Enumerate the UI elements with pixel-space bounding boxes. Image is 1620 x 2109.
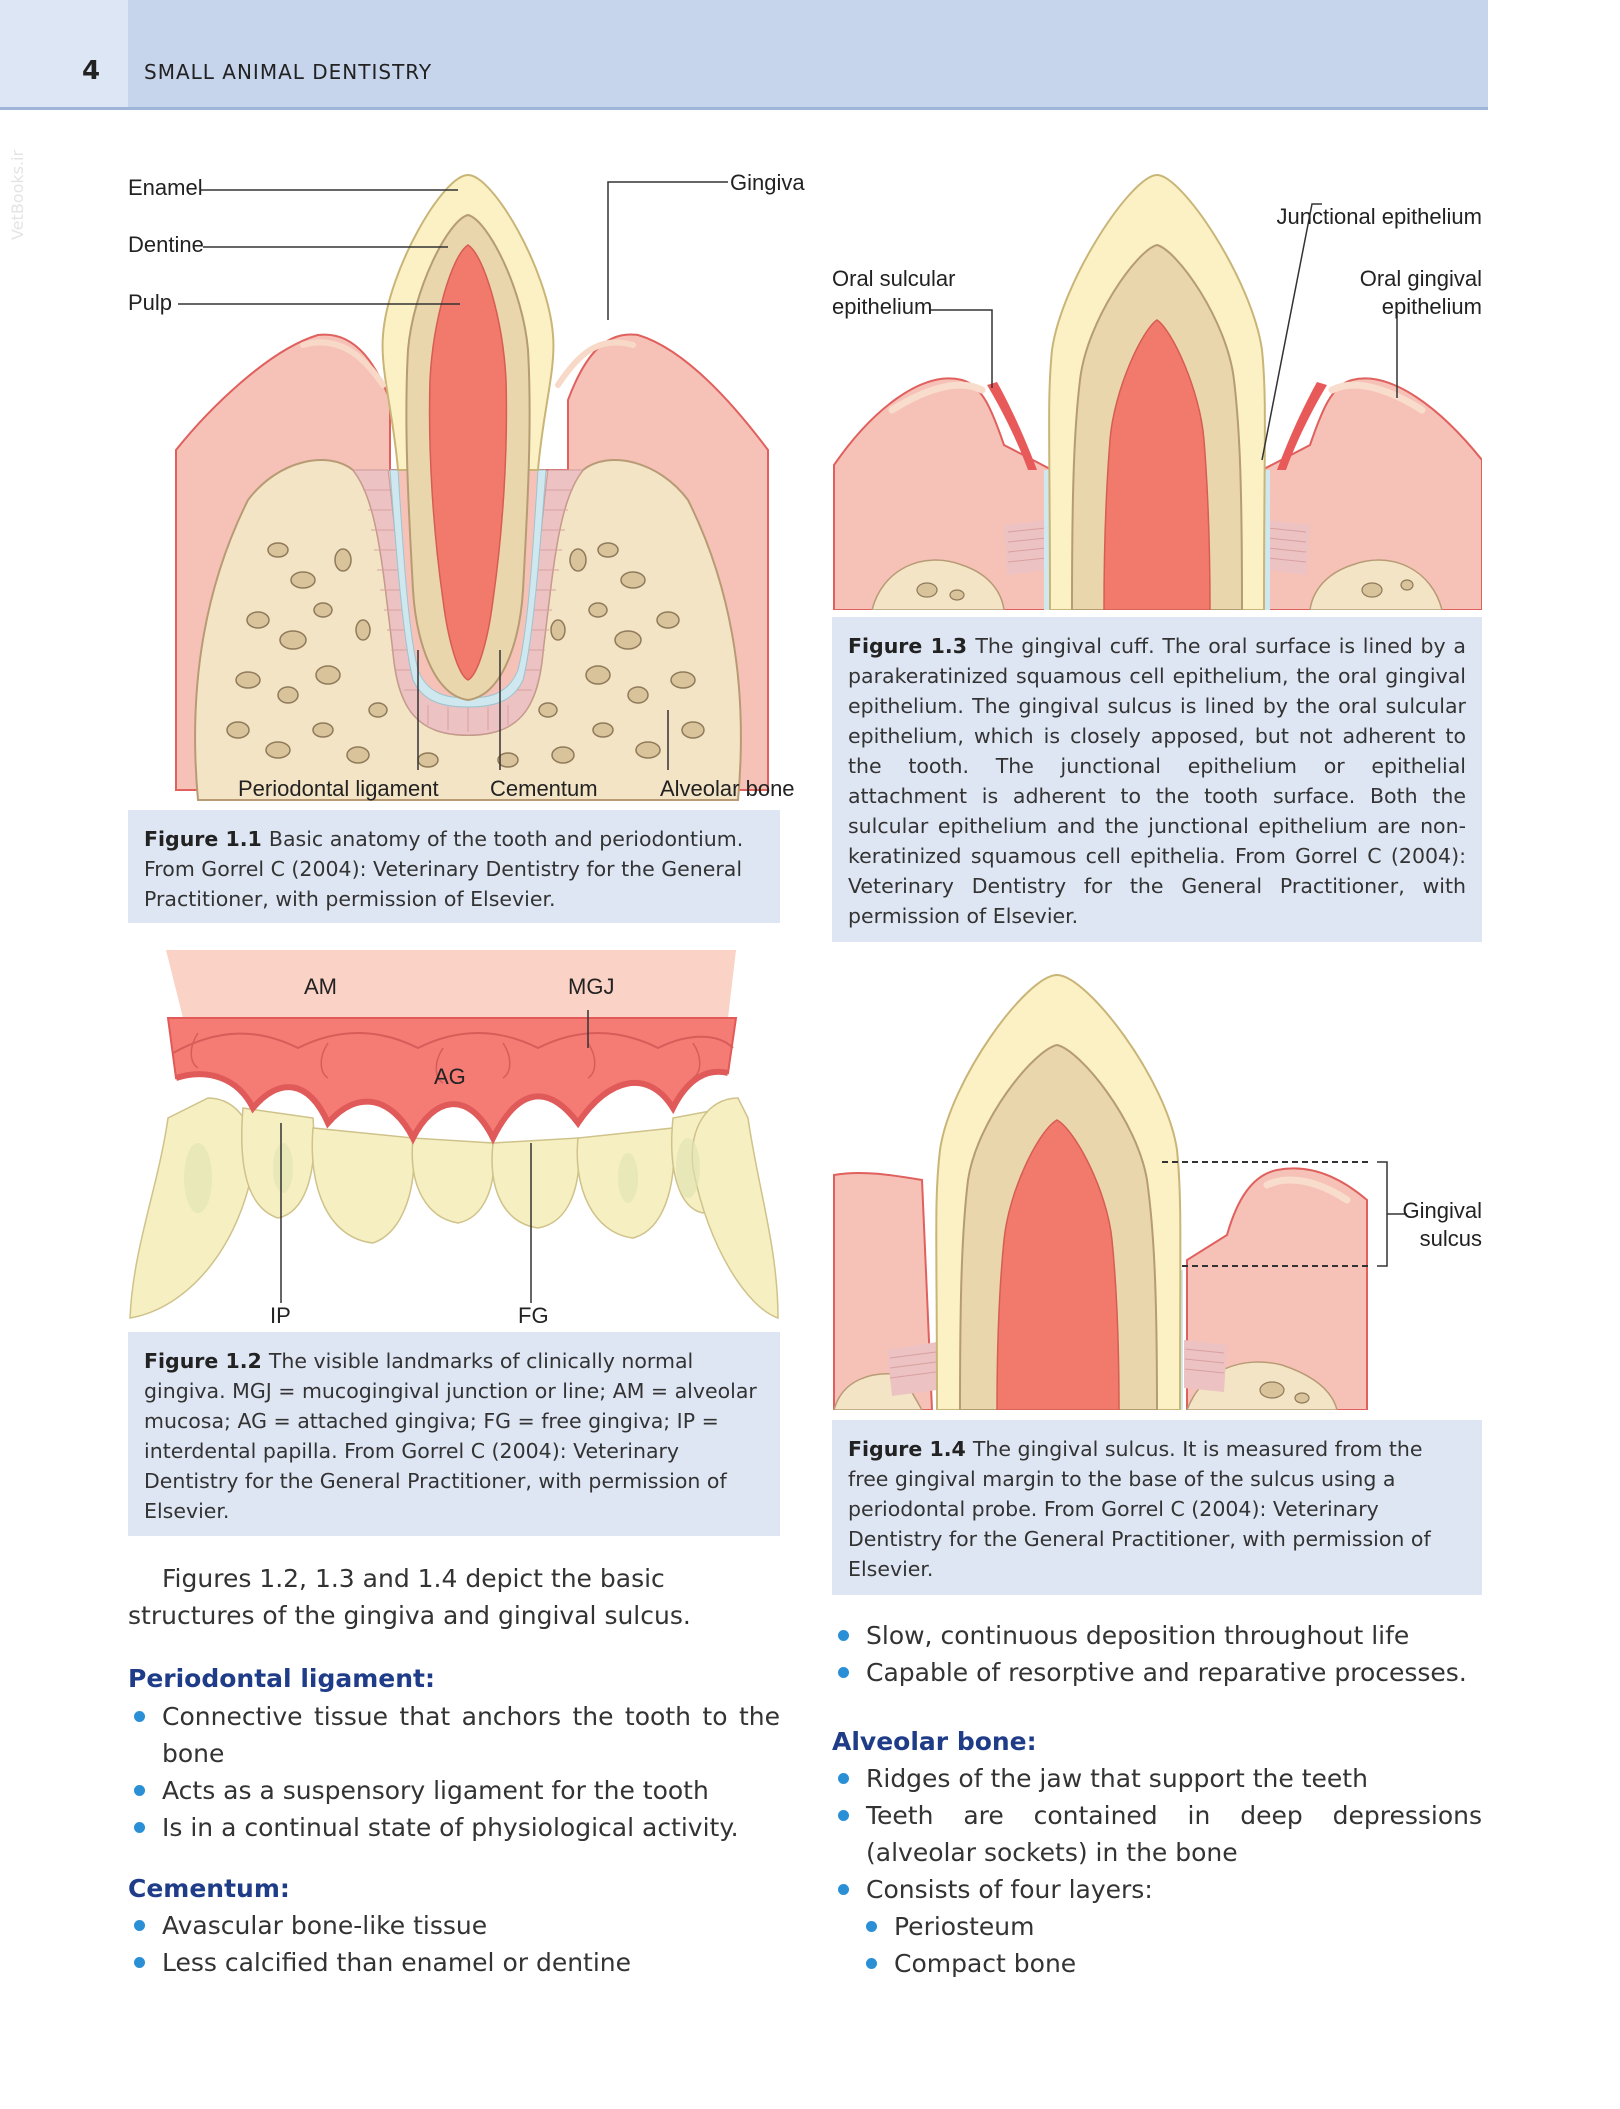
figure-1-2: AM MGJ AG IP FG [128, 948, 783, 1328]
list-subitem: Compact bone [832, 1945, 1482, 1982]
figure-1-4-caption-label: Figure 1.4 [848, 1437, 973, 1461]
figure-1-3: Junctional epithelium Oral sulcular epit… [832, 170, 1482, 610]
list-item: Less calcified than enamel or dentine [128, 1944, 780, 1981]
label-oral-sulcular-line-2: epithelium [832, 294, 933, 319]
figure-1-4-caption: Figure 1.4 The gingival sulcus. It is me… [832, 1420, 1482, 1595]
figure-1-1-caption-label: Figure 1.1 [144, 827, 269, 851]
heading-alveolar-bone: Alveolar bone: [832, 1727, 1037, 1756]
bullet-icon [134, 1822, 145, 1833]
list-item: Is in a continual state of physiological… [128, 1809, 780, 1846]
figure-1-4-illustration [833, 973, 1407, 1410]
figure-1-1: Enamel Dentine Pulp Gingiva Periodontal … [128, 170, 805, 810]
label-gingival-sulcus-line-2: sulcus [1419, 1226, 1482, 1251]
label-ip: IP [270, 1303, 291, 1328]
list-item: Ridges of the jaw that support the teeth [832, 1760, 1482, 1797]
bullet-icon [838, 1667, 849, 1678]
page-number: 4 [82, 56, 101, 86]
label-gingival-sulcus-line-1: Gingival [1402, 1198, 1482, 1223]
list-subitem: Periosteum [832, 1908, 1482, 1945]
page-number-tab [0, 0, 128, 107]
figure-1-3-caption-text: The gingival cuff. The oral surface is l… [848, 634, 1466, 928]
label-gingiva: Gingiva [730, 170, 805, 195]
figure-1-3-caption-label: Figure 1.3 [848, 634, 976, 658]
heading-periodontal-ligament: Periodontal ligament: [128, 1664, 435, 1693]
label-pulp: Pulp [128, 290, 173, 315]
heading-cementum: Cementum: [128, 1874, 290, 1903]
label-cementum: Cementum [490, 776, 598, 801]
list-cementum-right: Slow, continuous deposition throughout l… [832, 1617, 1482, 1691]
figure-1-3-illustration [833, 173, 1482, 610]
watermark: VetBooks.ir [8, 149, 27, 240]
list-cementum-left: Avascular bone-like tissue Less calcifie… [128, 1907, 780, 1981]
list-item: Slow, continuous deposition throughout l… [832, 1617, 1482, 1654]
label-fg: FG [518, 1303, 549, 1328]
bullet-icon [134, 1785, 145, 1796]
label-periodontal-ligament: Periodontal ligament [238, 776, 439, 801]
figure-1-2-caption-label: Figure 1.2 [144, 1349, 269, 1373]
intro-text: Figures 1.2, 1.3 and 1.4 depict the basi… [128, 1564, 691, 1630]
figure-1-4: Gingival sulcus [832, 970, 1482, 1410]
label-oral-sulcular-line-1: Oral sulcular [832, 266, 956, 291]
figure-1-1-caption-text: Basic anatomy of the tooth and periodont… [144, 827, 744, 911]
list-item: Connective tissue that anchors the tooth… [128, 1698, 780, 1772]
list-alveolar-bone: Ridges of the jaw that support the teeth… [832, 1760, 1482, 1982]
intro-paragraph: Figures 1.2, 1.3 and 1.4 depict the basi… [128, 1560, 780, 1634]
bullet-icon [838, 1630, 849, 1641]
figure-1-2-illustration [129, 950, 779, 1320]
bullet-icon [838, 1773, 849, 1784]
figure-1-2-caption-text: The visible landmarks of clinically norm… [144, 1349, 757, 1523]
label-oral-gingival-line-2: epithelium [1381, 294, 1482, 319]
bullet-icon [838, 1810, 849, 1821]
bullet-icon [134, 1920, 145, 1931]
running-head: SMALL ANIMAL DENTISTRY [144, 60, 433, 84]
figure-1-3-caption: Figure 1.3 The gingival cuff. The oral s… [832, 617, 1482, 942]
figure-1-1-illustration [175, 173, 769, 801]
label-enamel: Enamel [128, 175, 203, 200]
bullet-icon [866, 1958, 877, 1969]
figure-1-1-caption: Figure 1.1 Basic anatomy of the tooth an… [128, 810, 780, 923]
list-item: Avascular bone-like tissue [128, 1907, 780, 1944]
label-alveolar-bone: Alveolar bone [660, 776, 795, 801]
bullet-icon [838, 1884, 849, 1895]
bullet-icon [134, 1957, 145, 1968]
list-item: Teeth are contained in deep depressions … [832, 1797, 1482, 1871]
header-band [0, 0, 1488, 110]
label-junctional-epithelium: Junctional epithelium [1276, 204, 1482, 229]
figure-1-2-caption: Figure 1.2 The visible landmarks of clin… [128, 1332, 780, 1536]
label-dentine: Dentine [128, 232, 204, 257]
figure-1-4-caption-text: The gingival sulcus. It is measured from… [848, 1437, 1431, 1581]
bullet-icon [134, 1711, 145, 1722]
list-item: Acts as a suspensory ligament for the to… [128, 1772, 780, 1809]
label-am: AM [304, 974, 337, 999]
label-mgj: MGJ [568, 974, 615, 999]
list-item: Capable of resorptive and reparative pro… [832, 1654, 1482, 1691]
label-ag: AG [434, 1064, 466, 1089]
list-periodontal-ligament: Connective tissue that anchors the tooth… [128, 1698, 780, 1846]
label-oral-gingival-line-1: Oral gingival [1359, 266, 1482, 291]
bullet-icon [866, 1921, 877, 1932]
list-item: Consists of four layers: [832, 1871, 1482, 1908]
